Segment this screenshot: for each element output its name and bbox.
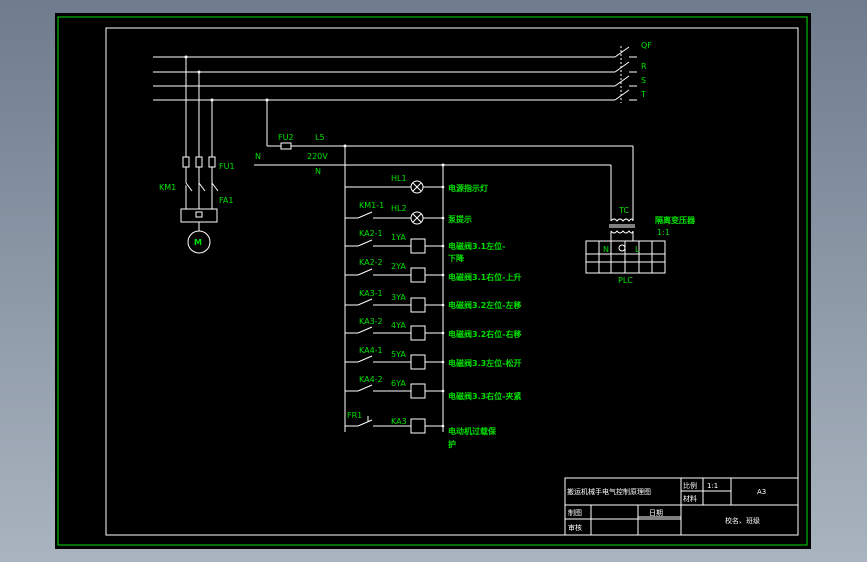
- plc-terminal-n: N: [603, 245, 609, 254]
- contact-symbol: [357, 239, 373, 247]
- coil-symbol: [410, 325, 426, 341]
- load-label: HL1: [391, 174, 407, 183]
- rung-description: 电磁阀3.2左位-左移: [448, 300, 522, 310]
- material-label: 材料: [683, 494, 697, 503]
- contact-label: KA4-1: [359, 346, 383, 355]
- rung-description-2: 下降: [448, 253, 465, 263]
- rung-description: 电磁阀3.1右位-上升: [448, 272, 522, 282]
- label-fu1: FU1: [219, 162, 235, 171]
- contact-label: FR1: [347, 411, 362, 420]
- rung-wiring: [345, 180, 445, 434]
- junction-dot: [441, 244, 445, 248]
- date-label: 日期: [649, 509, 663, 517]
- load-label: 4YA: [391, 321, 406, 330]
- junction-dot: [441, 331, 445, 335]
- contact-symbol: [357, 268, 373, 276]
- scale-label: 比例: [683, 481, 697, 490]
- transformer-tc: [609, 218, 635, 243]
- drawing-sheet: QF R S T M KM1 FU1 FA1 F: [55, 13, 811, 549]
- coil-symbol: [410, 354, 426, 370]
- coil-symbol: [410, 238, 426, 254]
- load-label: 6YA: [391, 379, 406, 388]
- rung-description: 电磁阀3.3左位-松开: [448, 358, 522, 368]
- load-label: 5YA: [391, 350, 406, 359]
- outer-frame: [57, 16, 808, 546]
- label-s: S: [641, 76, 646, 85]
- plc-block: [585, 240, 666, 274]
- contact-symbol: [357, 211, 373, 219]
- contact-label: KA4-2: [359, 375, 383, 384]
- rung-description: 电磁阀3.1左位-: [448, 241, 506, 251]
- rung-description-2: 护: [448, 439, 456, 449]
- coil-symbol: [410, 267, 426, 283]
- scale-value: 1:1: [707, 482, 718, 490]
- load-label: 2YA: [391, 262, 406, 271]
- rung-description: 电磁阀3.3右位-夹紧: [448, 391, 522, 401]
- indicator-lamp-cross: [412, 182, 422, 192]
- plc-terminal-l: L: [635, 245, 640, 254]
- breaker-qf: [614, 46, 637, 103]
- load-label: 1YA: [391, 233, 406, 242]
- coil-symbol: [410, 418, 426, 434]
- sheet-size: A3: [757, 488, 766, 496]
- contact-symbol: [357, 298, 373, 306]
- contact-symbol: [357, 326, 373, 334]
- contact-symbol: [357, 419, 373, 427]
- junction-dot: [441, 303, 445, 307]
- motor-label: M: [194, 238, 202, 247]
- supply-lines: [153, 56, 615, 101]
- control-feed: [254, 98, 634, 221]
- label-l5: L5: [315, 133, 325, 142]
- contact-symbol: [357, 384, 373, 392]
- contact-label: KA2-1: [359, 229, 383, 238]
- junction-dot: [441, 389, 445, 393]
- label-fu2: FU2: [278, 133, 294, 142]
- label-qf: QF: [641, 41, 652, 50]
- load-label: KA3: [391, 417, 407, 426]
- contact-label: KM1-1: [359, 201, 384, 210]
- junction-dot: [441, 424, 445, 428]
- label-plc: PLC: [618, 276, 633, 285]
- contact-label: KA3-1: [359, 289, 383, 298]
- contact-symbol: [357, 355, 373, 363]
- checked-label: 审核: [568, 523, 582, 532]
- label-t: T: [640, 90, 646, 99]
- title-block-title: 搬运机械手电气控制原理图: [567, 487, 651, 496]
- label-bus-n: N: [315, 167, 321, 176]
- school-label: 校名、班级: [725, 516, 760, 525]
- label-km1: KM1: [159, 183, 176, 192]
- transformer-description: 隔离变压器: [655, 215, 696, 225]
- rung-description: 泵提示: [448, 214, 472, 224]
- junction-dot: [441, 273, 445, 277]
- load-label: HL2: [391, 204, 407, 213]
- schematic-canvas: QF R S T M KM1 FU1 FA1 F: [57, 16, 808, 546]
- label-left-n: N: [255, 152, 261, 161]
- drawn-label: 制图: [568, 508, 582, 517]
- junction-dot: [441, 185, 445, 189]
- inner-frame: [105, 27, 799, 536]
- rung-description: 电磁阀3.2右位-右移: [448, 329, 522, 339]
- label-tc: TC: [618, 206, 629, 215]
- coil-symbol: [410, 297, 426, 313]
- label-220v: 220V: [307, 152, 328, 161]
- title-block: [564, 477, 799, 536]
- label-r: R: [641, 62, 647, 71]
- motor-branch: [180, 55, 219, 254]
- junction-dot: [441, 216, 445, 220]
- coil-symbol: [410, 383, 426, 399]
- contact-label: KA3-2: [359, 317, 383, 326]
- load-label: 3YA: [391, 293, 406, 302]
- label-fa1: FA1: [219, 196, 233, 205]
- transformer-ratio: 1:1: [657, 228, 670, 237]
- indicator-lamp-cross: [412, 213, 422, 223]
- junction-dot: [441, 360, 445, 364]
- contact-label: KA2-2: [359, 258, 383, 267]
- rung-description: 电源指示灯: [448, 183, 488, 193]
- rung-description: 电动机过载保: [448, 426, 497, 436]
